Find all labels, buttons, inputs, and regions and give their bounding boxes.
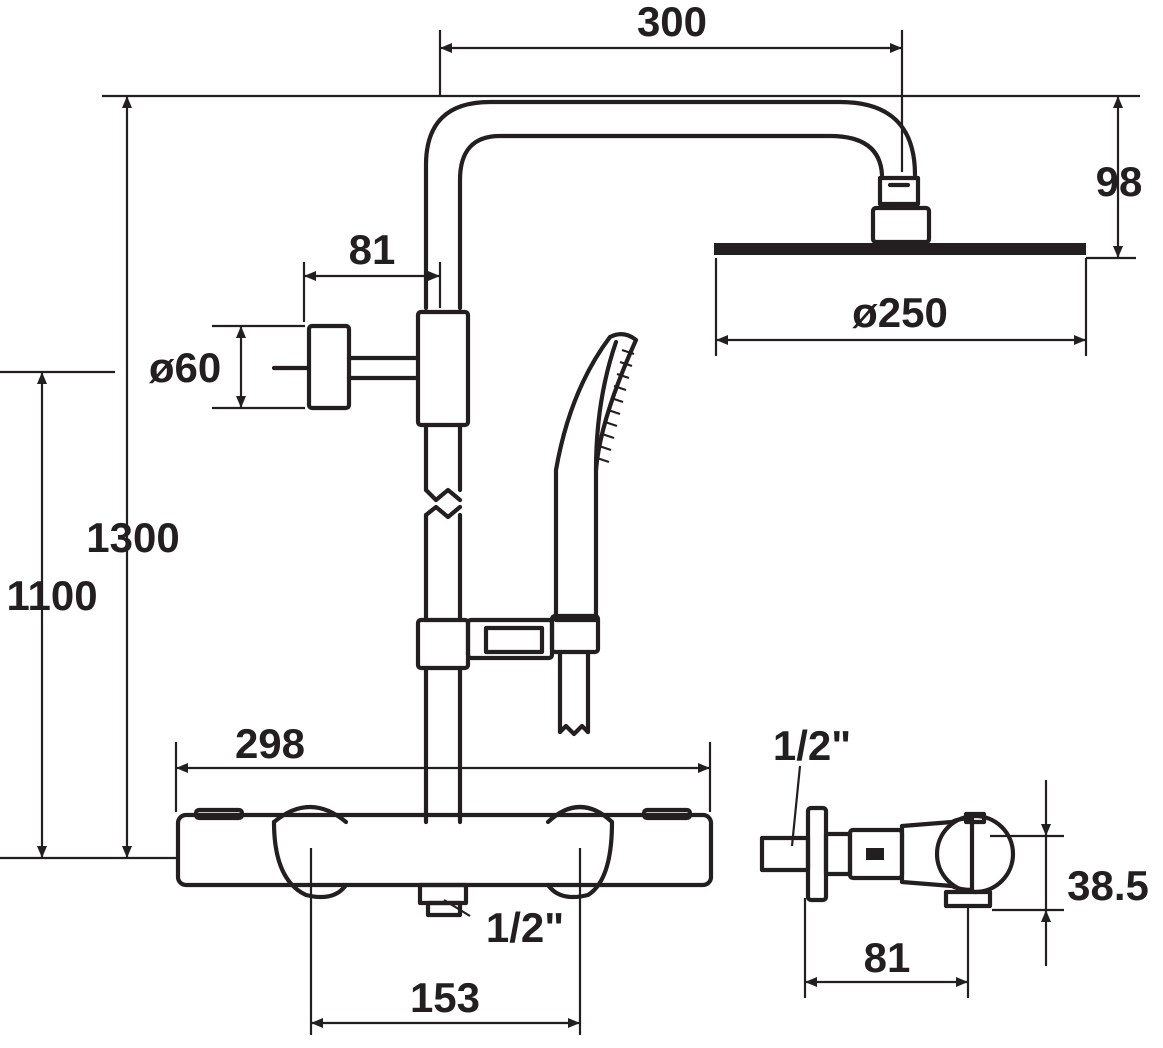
dim-label-1100: 1100 (6, 572, 97, 619)
dim-label-300: 300 (637, 0, 707, 45)
hand-shower (549, 332, 639, 737)
dim-label-298: 298 (235, 720, 305, 767)
dim-label-153: 153 (410, 974, 480, 1021)
dim-label-81-top: 81 (349, 226, 396, 273)
thermostatic-mixer-side (759, 805, 1016, 909)
dimension-lines (37, 43, 1123, 1028)
hand-shower-holder (415, 617, 555, 671)
leader-lines (443, 765, 802, 917)
dim-label-98: 98 (1096, 158, 1143, 205)
dim-label-1300: 1300 (86, 514, 179, 561)
dim-label-38-5: 38.5 (1067, 862, 1149, 909)
wall-bracket (271, 309, 471, 428)
shower-column (423, 99, 918, 825)
dimension-labels: 300 98 ø250 81 ø60 1300 1100 298 153 1/2… (6, 0, 1148, 1021)
overhead-shower-head (714, 175, 1086, 255)
dim-label-dia-250: ø250 (852, 289, 948, 336)
thermostatic-mixer-front (175, 804, 714, 918)
dim-label-81-side: 81 (864, 934, 911, 981)
dim-label-dia-60: ø60 (149, 344, 221, 391)
dim-label-thread-inlet: 1/2" (773, 722, 851, 769)
dim-label-thread-outlet: 1/2" (486, 904, 564, 951)
